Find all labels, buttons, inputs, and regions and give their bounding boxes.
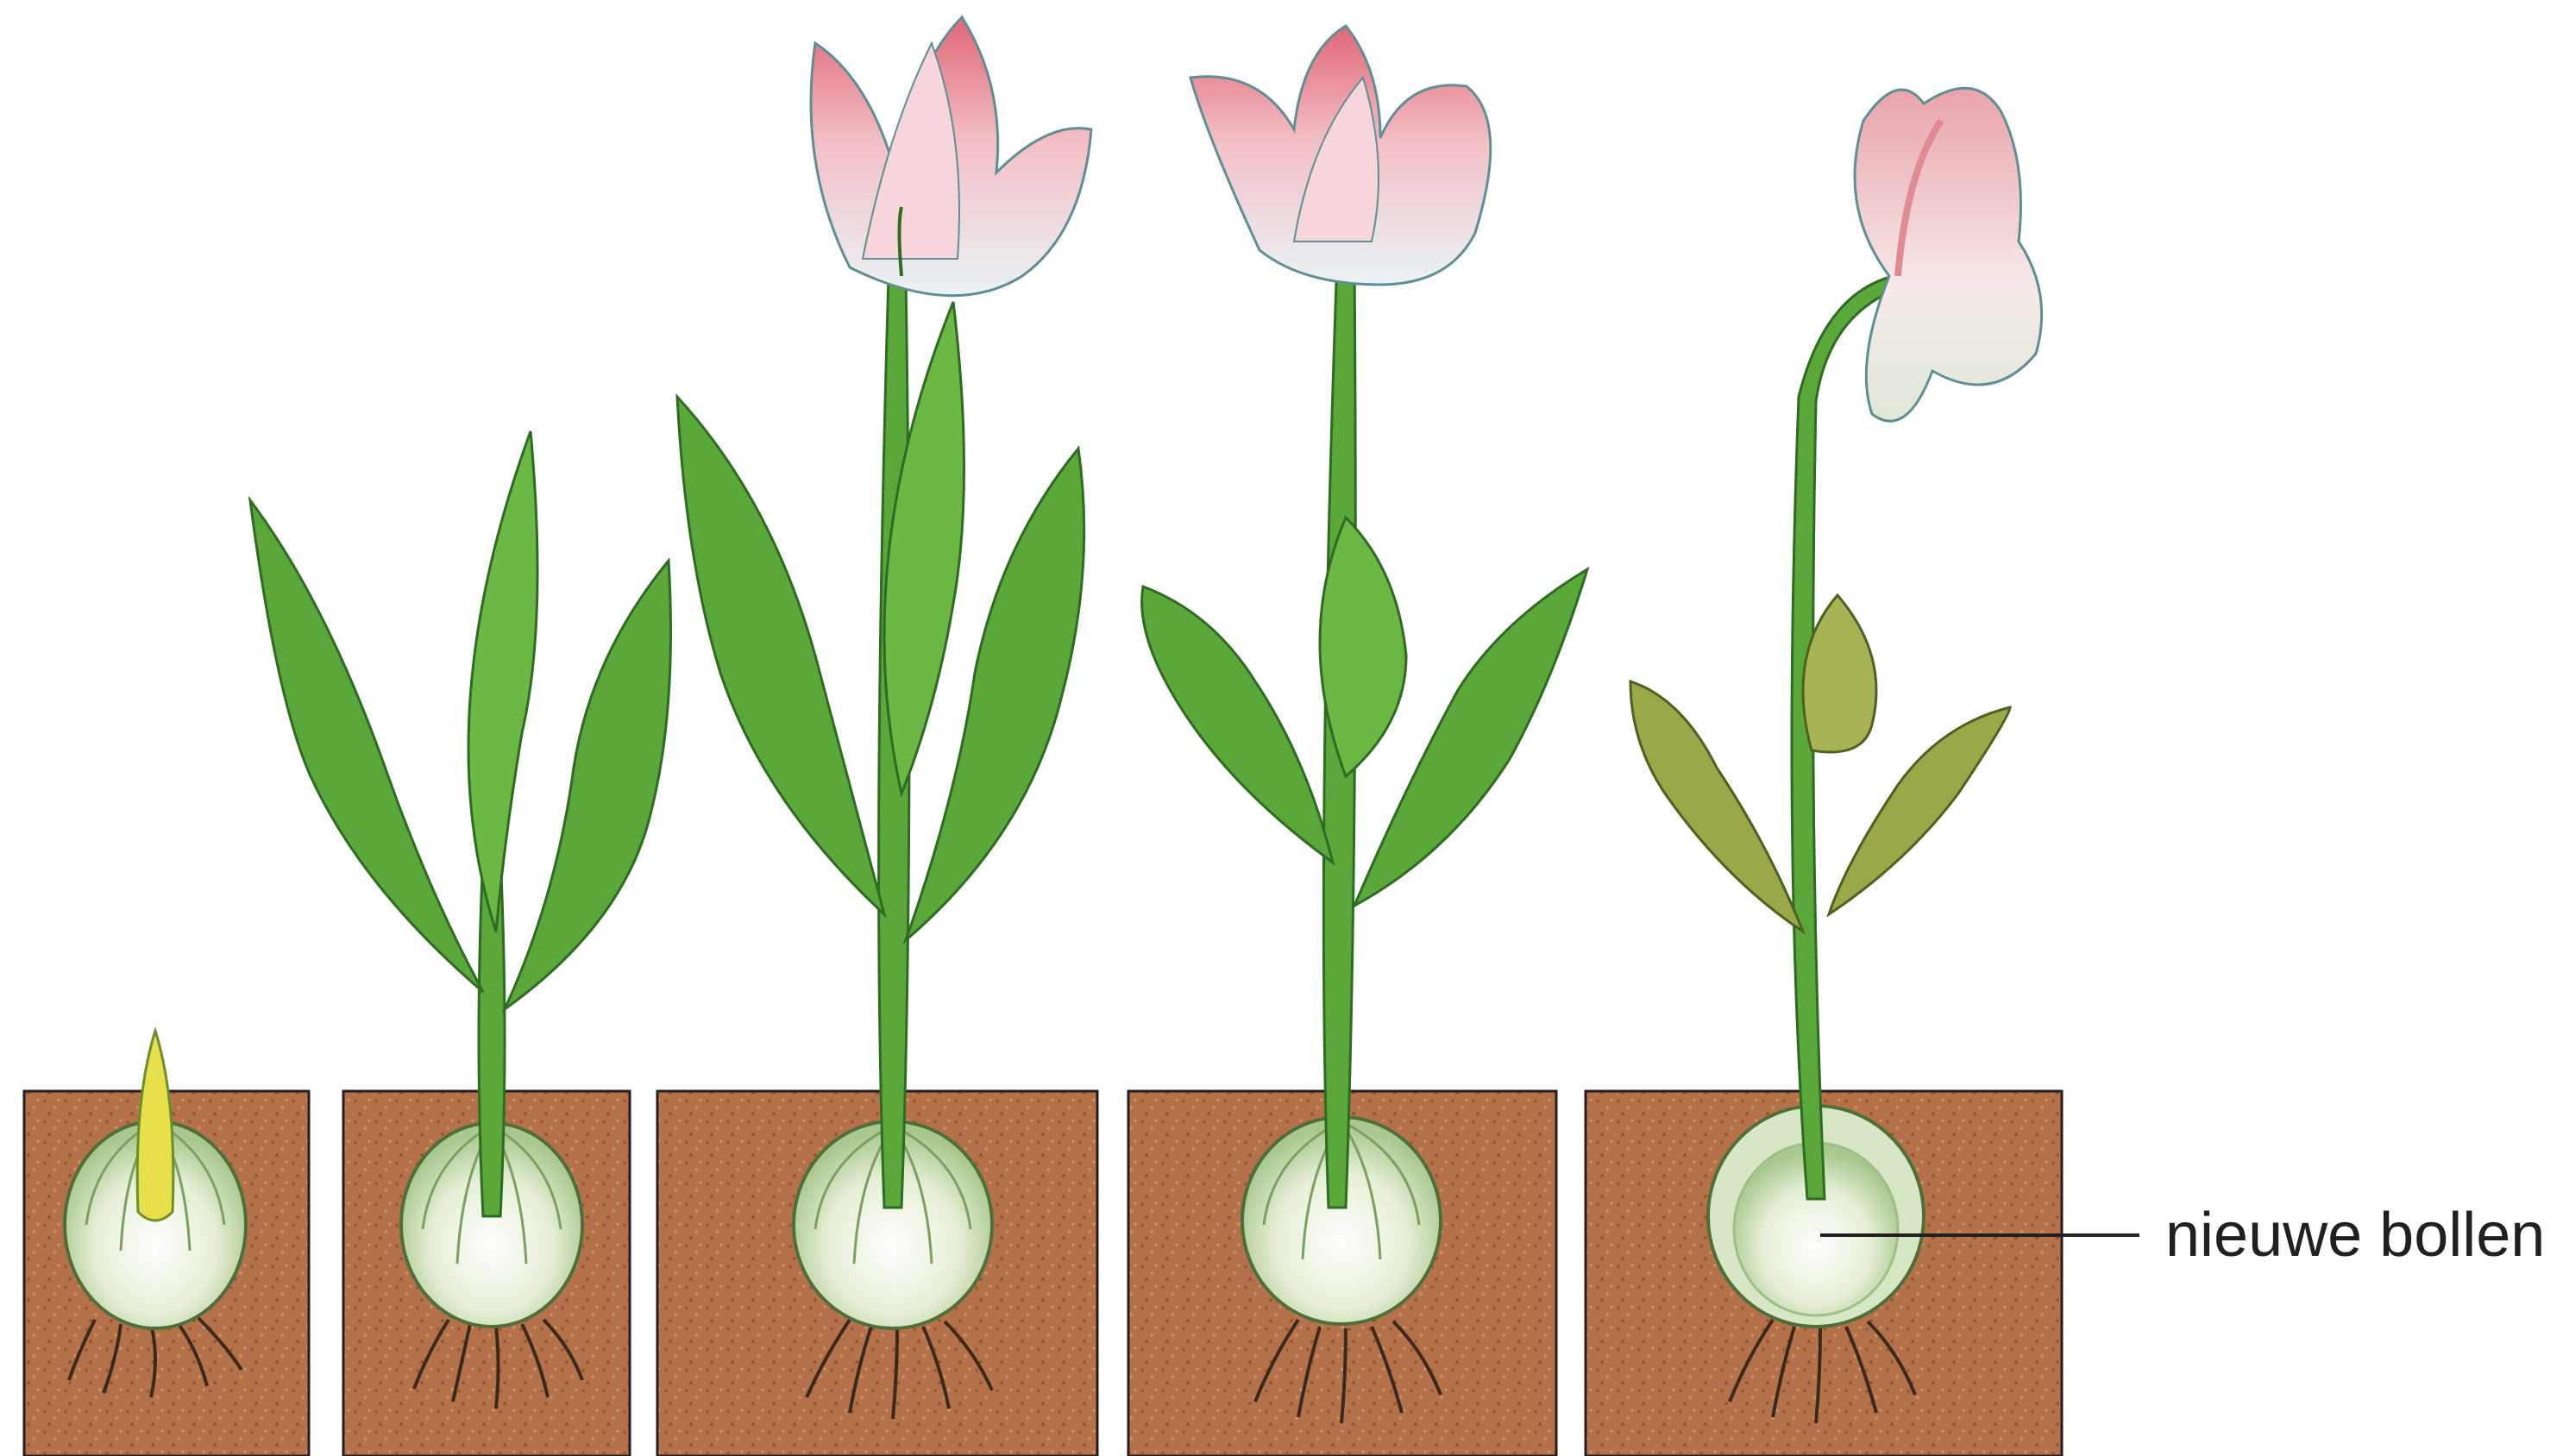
leaf: [677, 397, 884, 914]
tulip-flower: [1190, 26, 1491, 285]
leaf: [1142, 587, 1333, 863]
leaf: [468, 431, 537, 932]
leaf: [1320, 518, 1406, 776]
annotation-label: nieuwe bollen: [2165, 1201, 2545, 1270]
sprout: [137, 1031, 173, 1221]
wilting-leaf: [1630, 681, 1803, 932]
wilted-tulip-flower: [1855, 88, 2042, 421]
leaf: [250, 500, 483, 992]
tulip-flower: [811, 17, 1091, 296]
